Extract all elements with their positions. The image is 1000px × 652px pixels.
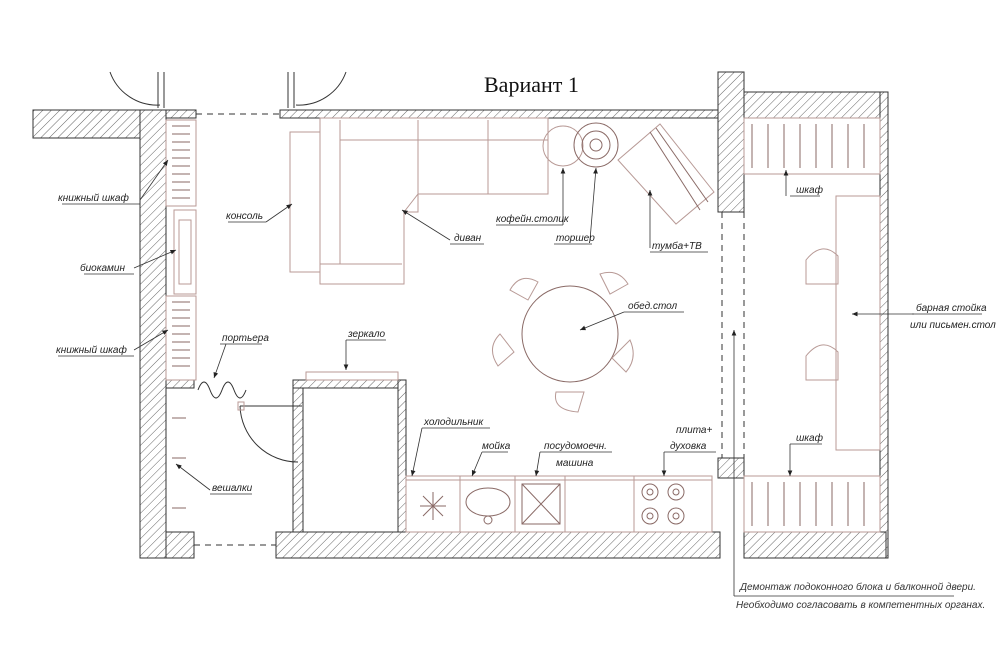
biofireplace <box>173 209 197 295</box>
label-dishwasher-1: посудомоечн. <box>544 441 607 452</box>
label-floor-lamp: торшер <box>556 233 595 244</box>
label-mirror: зеркало <box>347 329 385 340</box>
hallway-door <box>237 401 302 463</box>
label-bar-counter-2: или письмен.стол <box>910 320 996 331</box>
dining-table <box>492 271 634 413</box>
label-sofa: диван <box>454 233 482 244</box>
sofa <box>319 117 549 285</box>
kitchen-row <box>405 475 713 533</box>
notes: Демонтаж подоконного блока и балконной д… <box>736 581 985 611</box>
floor-lamp <box>573 122 619 168</box>
hangers <box>172 417 186 509</box>
label-wardrobe-bottom: шкаф <box>796 432 824 444</box>
bookshelf-top <box>165 119 197 207</box>
note-line-2: Необходимо согласовать в компетентных ор… <box>736 599 985 611</box>
label-dining-table: обед.стол <box>628 300 678 312</box>
console <box>289 131 321 273</box>
label-coffee-table: кофейн.столик <box>496 213 570 225</box>
bookshelf-bottom <box>165 295 197 381</box>
stove <box>641 483 685 525</box>
plan-title: Вариант 1 <box>484 72 579 97</box>
label-dishwasher-2: машина <box>556 458 594 469</box>
label-hangers: вешалки <box>212 483 253 494</box>
label-stove-1: плита+ <box>676 425 712 436</box>
label-sink: мойка <box>482 441 511 452</box>
tv-stand <box>617 123 715 225</box>
label-bookshelf-top: книжный шкаф <box>58 192 129 204</box>
entry-doors <box>109 71 347 546</box>
note-line-1: Демонтаж подоконного блока и балконной д… <box>739 581 976 593</box>
wardrobe-top <box>743 117 881 175</box>
label-bar-counter-1: барная стойка <box>916 302 987 314</box>
mirror <box>305 371 399 381</box>
label-bookshelf-bottom: книжный шкаф <box>56 344 127 356</box>
label-console: консоль <box>226 211 263 222</box>
label-fridge: холодильник <box>423 417 484 428</box>
wardrobe-bottom <box>743 475 881 533</box>
label-biofireplace: биокамин <box>80 262 125 274</box>
portiere <box>197 381 247 399</box>
leader-lines <box>58 159 982 597</box>
coffee-table <box>542 125 584 167</box>
balcony-opening <box>721 212 745 458</box>
label-portiere: портьера <box>222 333 269 344</box>
label-tv-stand: тумба+ТВ <box>652 240 702 252</box>
dishwasher <box>521 483 561 525</box>
label-stove-2: духовка <box>670 441 707 452</box>
sink <box>465 487 511 525</box>
fridge <box>420 492 446 520</box>
label-wardrobe-top: шкаф <box>796 184 824 196</box>
labels: книжный шкаф биокамин книжный шкаф консо… <box>56 184 996 494</box>
bar-counter <box>805 195 881 451</box>
